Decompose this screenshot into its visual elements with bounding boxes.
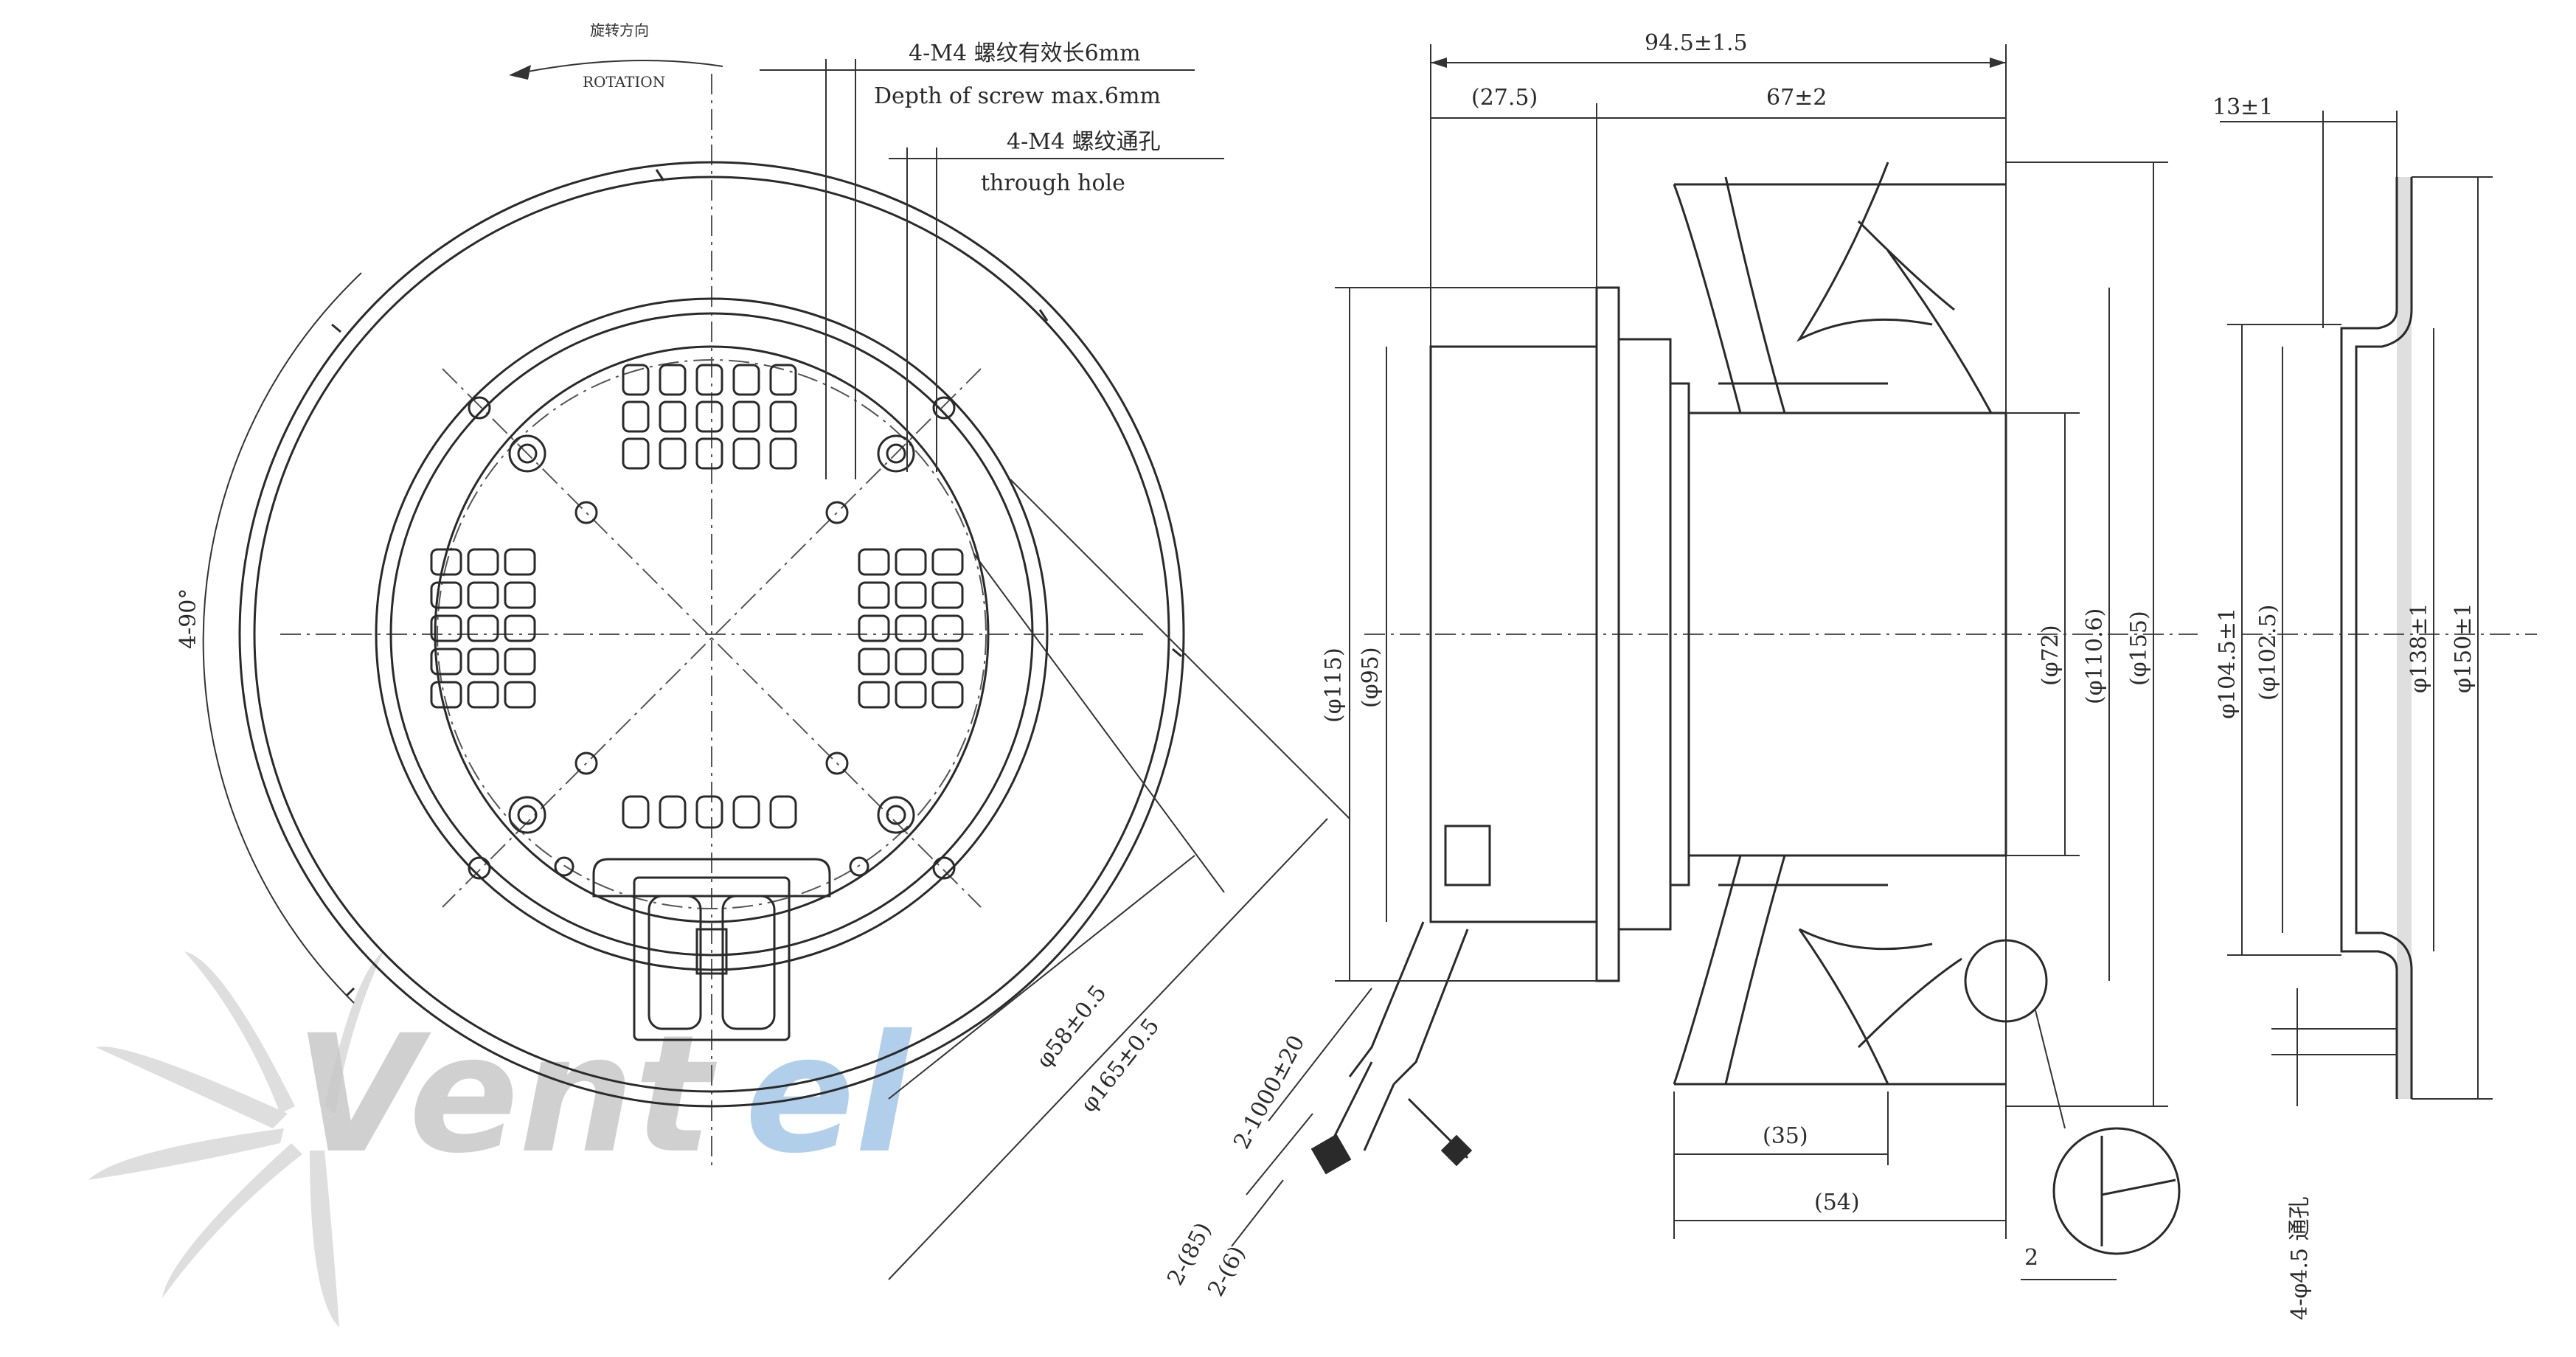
ring-notches	[331, 169, 1182, 997]
vent-slots-bottom	[622, 795, 797, 829]
outer-ring-inner-edge	[253, 176, 1170, 1093]
dim-phi155: (φ155)	[2126, 611, 2152, 686]
front-view: 旋转方向 ROTATION 4-M4 螺纹有效长6mm Depth of scr…	[176, 21, 1473, 1301]
side-view: 94.5±1.5 (27.5) 67±2	[1321, 30, 2198, 1280]
through-holes	[468, 396, 956, 880]
vent-slots-left	[430, 548, 536, 709]
dim-phi110-6: (φ110.6)	[2082, 608, 2108, 704]
watermark: Vent el	[88, 951, 912, 1328]
fan-logo-icon	[88, 951, 383, 1328]
bolt-circle	[437, 359, 987, 909]
vent-slots-top	[622, 364, 797, 470]
motor-body	[1429, 286, 2007, 982]
dim-phi115: (φ115)	[1321, 648, 1347, 723]
diagonal-centerline-2	[442, 368, 982, 908]
dim-phi104-5: φ104.5±1	[2215, 608, 2240, 719]
rotation-label-cn: 旋转方向	[590, 21, 649, 39]
screw-callouts: 4-M4 螺纹有效长6mm Depth of screw max.6mm 4-M…	[760, 41, 1224, 479]
watermark-text-blue: el	[745, 1000, 912, 1189]
screw-note-cn: 4-M4 螺纹有效长6mm	[909, 41, 1141, 66]
cable-outlet	[633, 876, 791, 1041]
dim-detail-2: 2	[2024, 1245, 2038, 1271]
dim-54: (54)	[1814, 1190, 1860, 1215]
dim-phi150: φ150±1	[2451, 603, 2476, 694]
detail-callout: 2	[1964, 939, 2181, 1280]
rotation-label-en: ROTATION	[583, 73, 665, 91]
rotor-housing	[434, 345, 990, 923]
dim-phi72: (φ72)	[2038, 625, 2063, 686]
dim-thickness: 13±1	[2212, 94, 2273, 120]
dim-cable-length: 2-1000±20	[1229, 1031, 1310, 1153]
vent-slots-right	[858, 548, 964, 709]
diagonal-dimensions: φ58±0.5 φ165±0.5	[888, 479, 1350, 1280]
dim-phi165: φ165±0.5	[1076, 1013, 1165, 1117]
dim-phi95: (φ95)	[1358, 647, 1384, 708]
angle-label: 4-90°	[176, 589, 201, 649]
hub-plate	[592, 858, 831, 898]
motor-ring-inner	[389, 312, 1034, 957]
side-bottom-dimensions: (35) (54)	[1673, 1092, 2006, 1239]
threaded-screw-holes	[508, 434, 915, 834]
dim-phi58: φ58±0.5	[1032, 980, 1112, 1073]
rotation-arrow-icon	[515, 60, 723, 74]
dim-overall-length: 94.5±1.5	[1645, 30, 1748, 56]
angle-dimension: 4-90°	[176, 272, 362, 1004]
rotation-indicator: 旋转方向 ROTATION	[509, 21, 723, 91]
side-vertical-dimensions: (φ115) (φ95) (φ72) (φ110.6) (φ155)	[1321, 162, 2168, 1107]
ring-hole-note: 4-φ4.5 通孔	[2287, 1197, 2313, 1320]
cable-lead: 2-1000±20 2-(85) 2-(6)	[1162, 921, 1473, 1301]
dim-right-part: 67±2	[1766, 85, 1827, 111]
dim-phi138: φ138±1	[2406, 603, 2432, 694]
outer-ring	[238, 161, 1185, 1108]
hole-note-cn: 4-M4 螺纹通孔	[1007, 129, 1161, 155]
dim-35: (35)	[1763, 1123, 1808, 1149]
dim-phi102-5: (φ102.5)	[2255, 605, 2281, 701]
impeller-blades	[1673, 162, 2006, 1086]
watermark-text-gray: Vent	[295, 1000, 717, 1189]
dim-left-part: (27.5)	[1471, 85, 1538, 111]
screw-note-en: Depth of screw max.6mm	[874, 83, 1161, 109]
ring-view: 13±1 φ104.5±1 (φ102.5) φ138±1 φ150±1 4-φ…	[2212, 94, 2537, 1320]
dim-strip-6: 2-(6)	[1203, 1242, 1251, 1301]
hole-note-en: through hole	[981, 170, 1125, 196]
motor-ring	[375, 297, 1049, 971]
